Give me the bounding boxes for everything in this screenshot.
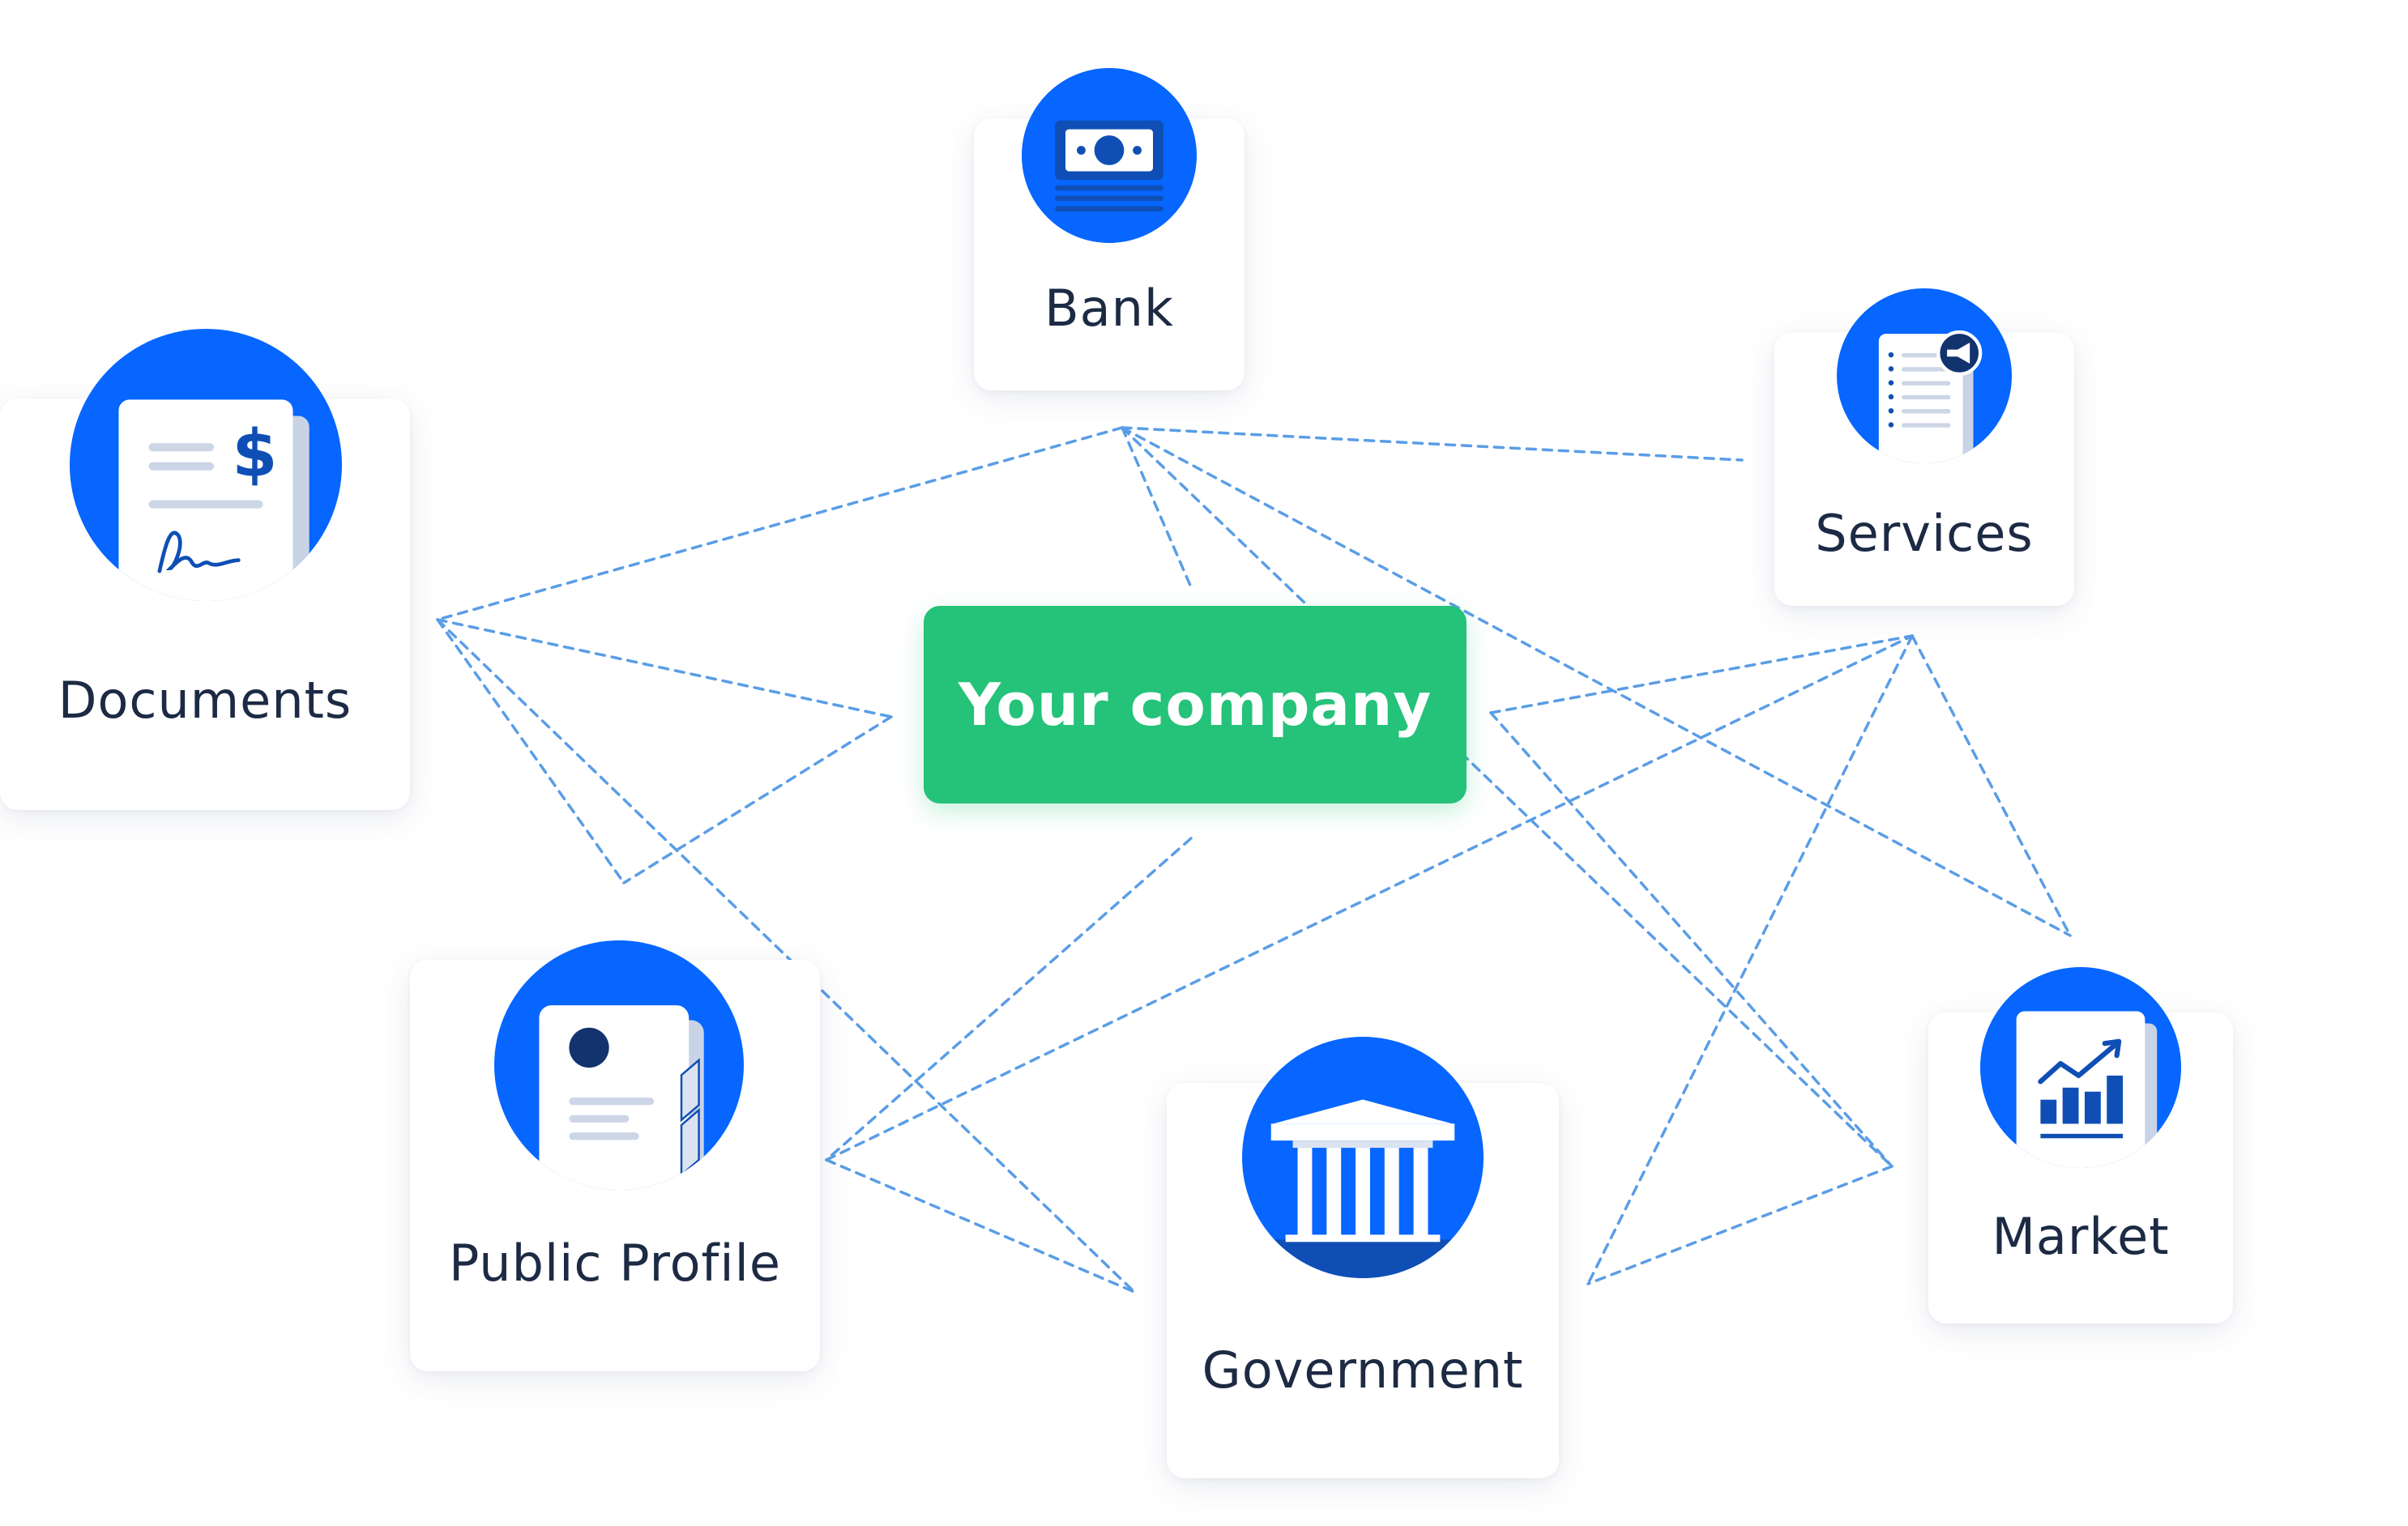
government-label: Government [1202,1341,1524,1400]
connector-line [436,618,625,884]
bank-card: Bank [974,68,1245,390]
connector-line [1911,634,2072,937]
connector-line [825,634,1914,1162]
invoice-document-icon: $ [70,329,342,601]
connector-line [825,1158,1136,1294]
documents-card: $ Documents [0,329,410,810]
government-card: Government [1167,1037,1559,1478]
connector-line [1586,634,1914,1285]
service-list-icon [1837,288,2012,463]
your-company-label: Your company [958,671,1432,739]
public-profile-label: Public Profile [449,1234,781,1293]
connector-line [1121,426,1193,589]
market-card: Market [1928,967,2233,1324]
connector-line [436,618,893,718]
connector-line [1121,426,2072,937]
connector-line [1121,426,1744,462]
profile-card-icon [494,940,744,1190]
government-building-icon [1242,1037,1484,1278]
connector-line [1586,1165,1894,1285]
bank-label: Bank [1044,279,1174,338]
connector-line [436,618,1136,1294]
connector-line [436,426,1124,621]
connector-line [1121,426,1894,1168]
svg-text:$: $ [232,416,277,492]
market-chart-icon [1980,967,2181,1168]
your-company-box: Your company [924,606,1467,803]
public-profile-card: Public Profile [410,940,820,1371]
bank-note-icon [1022,68,1197,243]
services-card: Services [1774,288,2074,606]
services-label: Services [1815,504,2034,563]
connector-line [622,715,893,884]
documents-label: Documents [58,671,352,730]
market-label: Market [1992,1207,2170,1266]
connector-line [1489,634,1914,714]
connector-line [1489,711,1894,1168]
connector-line [825,837,1193,1162]
